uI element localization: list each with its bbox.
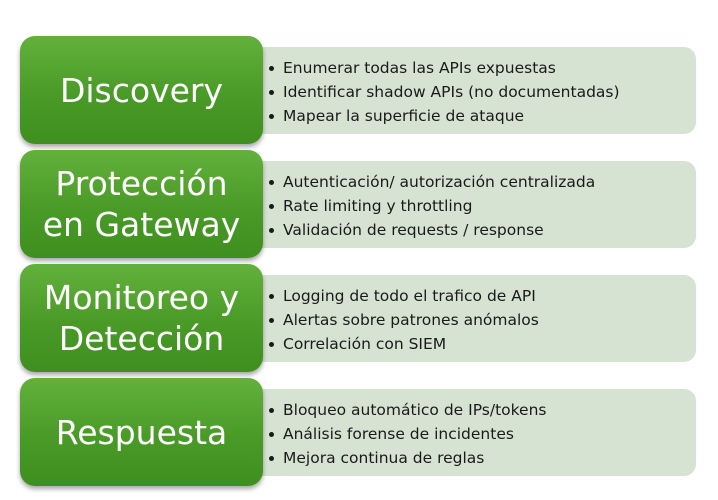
stage-title: Respuesta [56, 412, 227, 453]
stage-title-line: Detección [58, 319, 225, 358]
stage-title-box: Protección en Gateway [20, 150, 263, 258]
stage-title: Protección en Gateway [43, 163, 240, 245]
stage-title-line: Monitoreo y [43, 278, 240, 317]
bullet-item: Mejora continua de reglas [264, 446, 696, 470]
bullet-item: Análisis forense de incidentes [264, 422, 696, 446]
bullet-list: Bloqueo automático de IPs/tokens Análisi… [264, 398, 696, 470]
stage-title-box: Discovery [20, 36, 263, 144]
bullet-item: Alertas sobre patrones anómalos [264, 308, 696, 332]
bullet-item: Autenticación/ autorización centralizada [264, 170, 696, 194]
stage-title-line: Respuesta [55, 412, 228, 452]
bullet-item: Enumerar todas las APIs expuestas [264, 56, 696, 80]
stage-details: Bloqueo automático de IPs/tokens Análisi… [248, 389, 696, 476]
stage-title-line: Protección [55, 164, 228, 203]
stage-title-line: Discovery [59, 70, 224, 110]
bullet-item: Bloqueo automático de IPs/tokens [264, 398, 696, 422]
stage-discovery: Enumerar todas las APIs expuestas Identi… [0, 36, 718, 144]
stage-details: Enumerar todas las APIs expuestas Identi… [248, 47, 696, 134]
stage-title-box: Respuesta [20, 378, 263, 486]
stage-respuesta: Bloqueo automático de IPs/tokens Análisi… [0, 378, 718, 486]
bullet-list: Autenticación/ autorización centralizada… [264, 170, 696, 242]
bullet-item: Identificar shadow APIs (no documentadas… [264, 80, 696, 104]
stage-title-box: Monitoreo y Detección [20, 264, 263, 372]
bullet-item: Rate limiting y throttling [264, 194, 696, 218]
stage-title-line: en Gateway [42, 205, 241, 244]
bullet-list: Logging de todo el trafico de API Alerta… [264, 284, 696, 356]
stage-details: Logging de todo el trafico de API Alerta… [248, 275, 696, 362]
stage-monitoreo-deteccion: Logging de todo el trafico de API Alerta… [0, 264, 718, 372]
bullet-item: Mapear la superficie de ataque [264, 104, 696, 128]
bullet-item: Logging de todo el trafico de API [264, 284, 696, 308]
stage-title: Monitoreo y Detección [44, 277, 239, 359]
bullet-list: Enumerar todas las APIs expuestas Identi… [264, 56, 696, 128]
stage-proteccion-gateway: Autenticación/ autorización centralizada… [0, 150, 718, 258]
stage-details: Autenticación/ autorización centralizada… [248, 161, 696, 248]
bullet-item: Validación de requests / response [264, 218, 696, 242]
stage-title: Discovery [60, 70, 223, 111]
bullet-item: Correlación con SIEM [264, 332, 696, 356]
